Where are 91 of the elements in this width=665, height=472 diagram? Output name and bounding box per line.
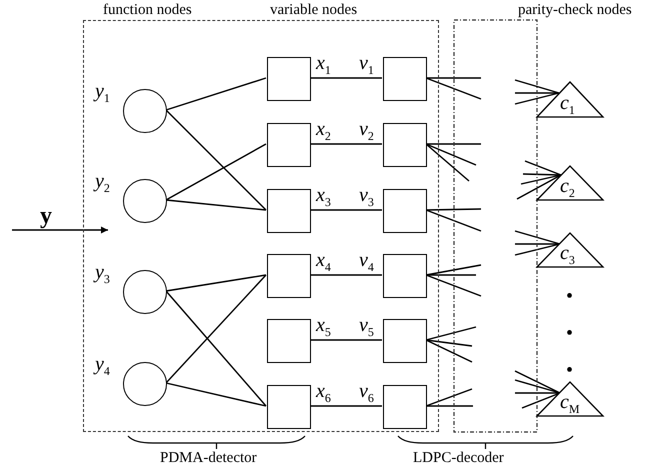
variable-node — [267, 385, 311, 429]
check-node — [537, 382, 603, 416]
connector — [426, 339, 472, 363]
column-heading: function nodes — [103, 3, 192, 18]
connector — [166, 143, 266, 201]
connector — [426, 143, 481, 145]
connector — [166, 199, 266, 211]
node-label: v$_{4}$ — [359, 250, 374, 273]
variable-node — [267, 254, 311, 298]
function-node — [123, 362, 167, 406]
connector — [520, 174, 562, 185]
ellipsis-dot: • — [566, 360, 574, 380]
node-label: v$_{2}$ — [359, 119, 374, 142]
connector — [515, 243, 560, 245]
connector — [426, 143, 470, 182]
column-heading: variable nodes — [270, 3, 358, 18]
connector — [426, 208, 482, 211]
node-label: x$_{2}$ — [316, 119, 331, 142]
column-heading: parity-check nodes — [518, 3, 632, 18]
variable-node — [383, 123, 427, 167]
connector — [310, 274, 382, 276]
connector — [426, 339, 472, 347]
brace-label: LDPC-decoder — [413, 451, 504, 466]
connector — [310, 405, 382, 407]
variable-node — [267, 123, 311, 167]
variable-node — [383, 189, 427, 233]
connector — [166, 274, 266, 292]
node-label: x$_{1}$ — [316, 53, 331, 76]
node-label: v$_{3}$ — [359, 185, 374, 208]
node-label: x$_{3}$ — [316, 185, 331, 208]
connector — [165, 274, 267, 384]
connector — [310, 339, 382, 341]
function-node — [123, 270, 167, 314]
node-label: v$_{1}$ — [359, 53, 374, 76]
connector — [524, 160, 562, 176]
connector — [426, 405, 473, 407]
arrow — [12, 226, 108, 234]
node-label: x$_{4}$ — [316, 250, 331, 273]
ellipsis-dot: • — [566, 286, 574, 306]
connector — [426, 388, 472, 407]
connector — [514, 379, 560, 394]
node-label: v$_{6}$ — [359, 381, 374, 404]
connector — [515, 92, 559, 94]
connector — [310, 77, 382, 79]
brace-label: PDMA-detector — [160, 451, 257, 466]
node-text: c$_{3}$ — [560, 243, 575, 266]
connector — [426, 143, 476, 166]
connector — [516, 174, 562, 200]
node-label: y$_{1}$ — [95, 81, 110, 104]
connector — [514, 92, 560, 105]
variable-node — [267, 57, 311, 101]
connector — [166, 77, 266, 111]
node-label: y$_{2}$ — [95, 171, 110, 194]
connector — [515, 392, 560, 394]
node-text: c$_{1}$ — [560, 93, 575, 116]
group-frame — [83, 20, 439, 432]
connector — [426, 264, 482, 276]
variable-node — [383, 254, 427, 298]
node-text: c$_{2}$ — [560, 176, 575, 199]
node-label: y$_{4}$ — [95, 354, 110, 377]
connector — [514, 79, 560, 94]
ellipsis-dot: • — [566, 323, 574, 343]
node-text: c$_{M}$ — [560, 392, 580, 415]
check-node — [537, 82, 603, 117]
connector — [514, 370, 560, 394]
connector — [522, 173, 562, 176]
variable-node — [267, 319, 311, 363]
connector — [166, 382, 266, 407]
connector — [426, 77, 481, 79]
variable-node — [383, 319, 427, 363]
connector — [426, 209, 482, 232]
connector — [310, 209, 382, 211]
connector — [514, 230, 560, 245]
node-label: v$_{5}$ — [359, 315, 374, 338]
node-label: x$_{6}$ — [316, 381, 331, 404]
connector — [426, 274, 476, 276]
variable-node — [383, 57, 427, 101]
connector — [166, 110, 266, 210]
function-node — [123, 89, 167, 133]
connector — [310, 143, 382, 145]
connector — [426, 77, 482, 100]
connector — [426, 326, 476, 341]
node-label: y$_{3}$ — [95, 262, 110, 285]
variable-node — [267, 189, 311, 233]
check-node — [537, 233, 603, 267]
check-node — [537, 166, 603, 200]
function-node — [123, 179, 167, 223]
node-label: x$_{5}$ — [316, 315, 331, 338]
variable-node — [383, 385, 427, 429]
connector — [165, 290, 267, 406]
connector — [426, 274, 482, 297]
